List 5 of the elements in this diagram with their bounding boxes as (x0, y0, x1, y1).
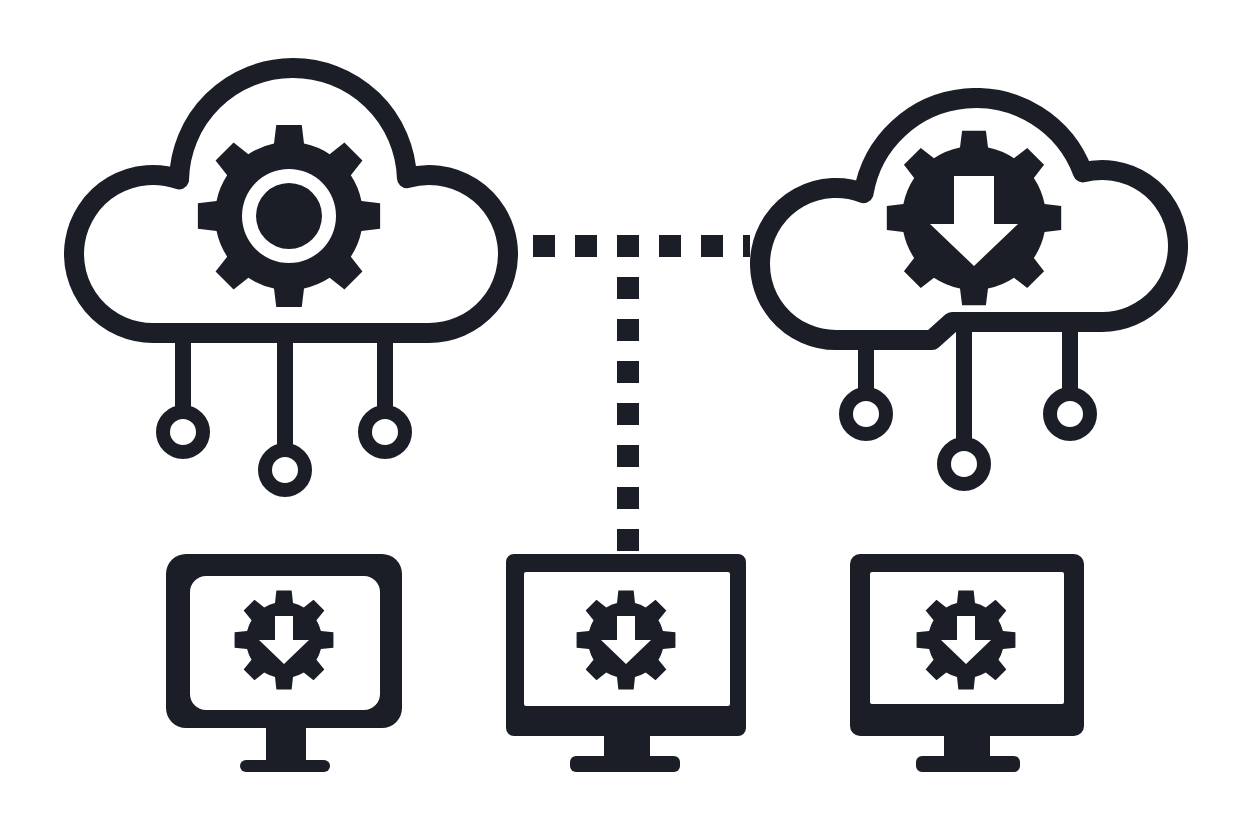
monitor-download-icon (166, 554, 402, 772)
monitor-download-icon (506, 554, 746, 772)
cloud-download-icon (750, 88, 1188, 491)
monitor-download-icon (850, 554, 1084, 772)
cloud-gear-icon (63, 58, 517, 497)
